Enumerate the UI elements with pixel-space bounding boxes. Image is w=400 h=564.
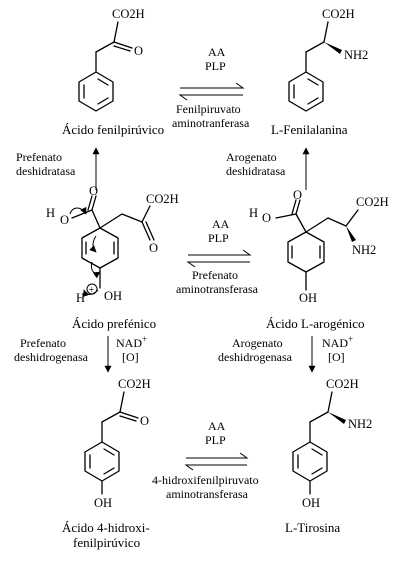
top-aa: AA: [208, 45, 226, 59]
prephenic-ho-o: O: [60, 213, 69, 227]
top-equilibrium-arrow: AA PLP Fenilpiruvato aminotranferasa: [172, 45, 250, 130]
arogenic-acid-structure: O O H CO2H NH2 OH Ácido L-arogénico: [249, 188, 389, 331]
prephenic-carboxyl-o: O: [89, 184, 98, 198]
left-down-arrow: Prefenato deshidrogenasa NAD+ [O]: [14, 334, 147, 373]
arogenic-oh: OH: [299, 291, 317, 305]
phenylpyruvic-co2h: CO2H: [112, 7, 145, 21]
tyrosine-oh: OH: [302, 496, 320, 510]
phenylpyruvic-name: Ácido fenilpirúvico: [62, 122, 164, 137]
hpp-o: O: [140, 414, 149, 428]
top-enzyme-line1: Fenilpiruvato: [176, 102, 241, 116]
top-plp: PLP: [205, 59, 226, 73]
middle-aa: AA: [212, 217, 230, 231]
hpp-oh: OH: [94, 496, 112, 510]
left-up-enzyme-line1: Prefenato: [16, 150, 62, 164]
right-down-cofactor-nad: NAD+: [322, 334, 353, 350]
right-down-arrow: Arogenato deshidrogenasa NAD+ [O]: [218, 334, 353, 373]
prephenic-name: Ácido prefénico: [72, 316, 156, 331]
middle-plp: PLP: [208, 231, 229, 245]
bottom-enzyme-line1: 4-hidroxifenilpiruvato: [152, 473, 259, 487]
phenylalanine-nh2: NH2: [344, 48, 368, 62]
hpp-co2h: CO2H: [118, 377, 151, 391]
arogenic-name: Ácido L-arogénico: [266, 316, 365, 331]
hydroxyphenylpyruvic-acid-structure: CO2H O OH Ácido 4-hidroxi- fenilpirúvico: [62, 377, 151, 550]
top-enzyme-line2: aminotranferasa: [172, 116, 250, 130]
tyrosine-co2h: CO2H: [326, 377, 359, 391]
bottom-aa: AA: [208, 419, 226, 433]
right-down-enzyme-line2: deshidrogenasa: [218, 350, 293, 364]
middle-equilibrium-arrow: AA PLP Prefenato aminotransferasa: [176, 217, 259, 296]
phenylpyruvic-acid-structure: CO2H O Ácido fenilpirúvico: [62, 7, 164, 137]
arogenic-carboxyl-o: O: [293, 188, 302, 202]
right-up-enzyme-line2: deshidratasa: [226, 164, 286, 178]
prephenic-h-plus: H: [76, 291, 85, 305]
middle-enzyme-line1: Prefenato: [192, 268, 238, 282]
prephenic-oh: OH: [104, 289, 122, 303]
left-down-enzyme-line2: deshidrogenasa: [14, 350, 89, 364]
bottom-equilibrium-arrow: AA PLP 4-hidroxifenilpiruvato aminotrans…: [152, 419, 259, 501]
middle-enzyme-line2: aminotransferasa: [176, 282, 259, 296]
left-up-arrow: Prefenato deshidratasa: [16, 147, 100, 190]
phenylpyruvic-o: O: [134, 44, 143, 58]
tyrosine-structure: CO2H NH2 OH L-Tirosina: [285, 377, 372, 535]
right-down-cofactor-o: [O]: [328, 350, 345, 364]
arogenic-h: H: [249, 206, 258, 220]
hpp-name-line2: fenilpirúvico: [73, 535, 140, 550]
tyrosine-nh2: NH2: [348, 417, 372, 431]
left-down-enzyme-line1: Prefenato: [20, 336, 66, 350]
right-down-enzyme-line1: Arogenato: [232, 336, 283, 350]
right-up-enzyme-line1: Arogenato: [226, 150, 277, 164]
arogenic-nh2: NH2: [352, 243, 376, 257]
phenylalanine-name: L-Fenilalanina: [271, 122, 348, 137]
bottom-plp: PLP: [205, 433, 226, 447]
bottom-enzyme-line2: aminotransferasa: [166, 487, 249, 501]
left-down-cofactor-o: [O]: [122, 350, 139, 364]
phenylalanine-co2h: CO2H: [322, 7, 355, 21]
arogenic-co2h: CO2H: [356, 195, 389, 209]
prephenic-co2h: CO2H: [146, 192, 179, 206]
tyrosine-name: L-Tirosina: [285, 520, 340, 535]
prephenic-keto-o: O: [149, 241, 158, 255]
prephenic-h: H: [46, 206, 55, 220]
prephenic-acid-structure: O O H O CO2H OH H + Ácido prefénico: [46, 184, 179, 331]
right-up-arrow: Arogenato deshidratasa: [226, 147, 310, 190]
prephenic-plus: +: [89, 285, 95, 296]
left-down-cofactor-nad: NAD+: [116, 334, 147, 350]
left-up-enzyme-line2: deshidratasa: [16, 164, 76, 178]
arogenic-ho-o: O: [262, 211, 271, 225]
phenylalanine-structure: CO2H NH2 L-Fenilalanina: [271, 7, 368, 137]
hpp-name-line1: Ácido 4-hidroxi-: [62, 520, 150, 535]
